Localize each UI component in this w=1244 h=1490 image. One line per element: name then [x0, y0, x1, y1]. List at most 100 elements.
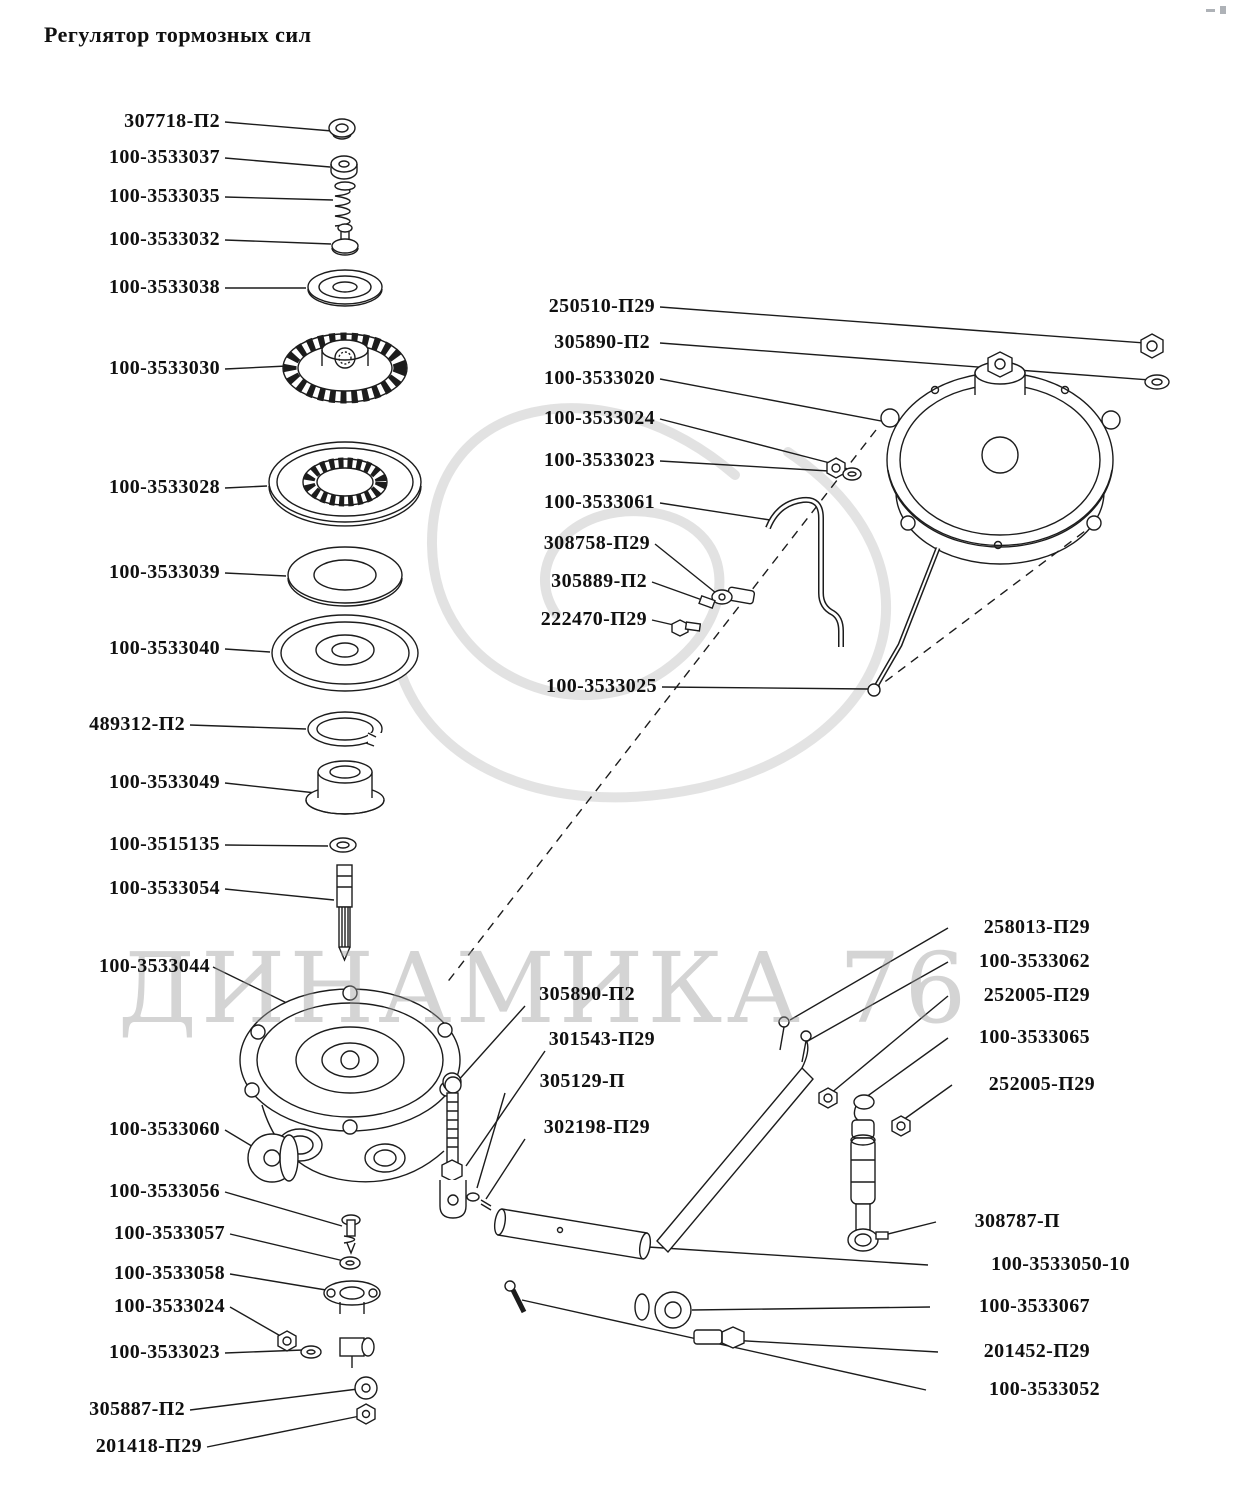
part-label: 100-3533025: [545, 675, 657, 697]
part-nut-201418: [356, 1403, 376, 1425]
part-cap-3533060: [247, 1133, 299, 1183]
part-label: 100-3533023: [543, 449, 655, 471]
part-washer-3533023-mid: [842, 467, 862, 481]
part-label: 100-3533049: [108, 771, 220, 793]
part-bushing-3533049: [305, 760, 385, 815]
part-label: 252005-П29: [983, 984, 1090, 1006]
part-label: 100-3533039: [108, 561, 220, 583]
part-valve-3533032: [331, 223, 359, 256]
part-lever-3533025: [867, 547, 941, 697]
part-label: 489312-П2: [89, 713, 185, 735]
part-washer-3515135: [329, 837, 357, 853]
part-label: 100-3533032: [108, 228, 220, 250]
part-label: 100-3533030: [108, 357, 220, 379]
part-bearing-3533038: [307, 269, 383, 307]
part-snap-ring-489312: [307, 711, 386, 747]
part-bolt-201452: [693, 1326, 745, 1349]
part-washer-3533023-bottom: [300, 1345, 322, 1359]
part-label: 100-3533062: [978, 950, 1090, 972]
part-label: 305129-П: [539, 1070, 625, 1092]
part-label: 100-3533035: [108, 185, 220, 207]
part-label: 100-3533052: [988, 1378, 1100, 1400]
watermark-text: ДИНАМИКА 76: [118, 932, 970, 1045]
part-label: 308758-П29: [543, 532, 650, 554]
part-label: 100-3533054: [108, 877, 220, 899]
watermark-swirl-logo: [391, 403, 892, 803]
part-valve-3533056: [341, 1214, 361, 1255]
corner-marks: [1206, 6, 1226, 14]
part-nut-252005-right: [891, 1115, 911, 1137]
part-label: 305887-П2: [89, 1398, 185, 1420]
part-label: 222470-П29: [540, 608, 647, 630]
part-nut-3533024-mid: [826, 457, 846, 479]
part-banjo-bolt-305887: [354, 1376, 378, 1400]
part-washer-3533057: [339, 1256, 361, 1270]
part-label: 100-3533037: [108, 146, 220, 168]
part-label: 305890-П2: [539, 983, 635, 1005]
part-elbow-fitting: [339, 1337, 375, 1368]
part-label: 100-3533050-10: [991, 1253, 1130, 1275]
construction-lines: [445, 429, 1098, 985]
part-label: 100-3533024: [543, 407, 655, 429]
part-link-rod-3533062: [656, 1041, 814, 1254]
part-label: 258013-П29: [983, 916, 1090, 938]
part-washer-305890-top: [1144, 374, 1170, 390]
part-pin-302198: [466, 1192, 492, 1211]
part-label: 100-3533028: [108, 476, 220, 498]
regulator-body: [880, 351, 1121, 565]
part-pins-258013: [778, 1016, 812, 1063]
part-washer-3533037: [330, 155, 358, 180]
part-pipe-3533061: [765, 496, 844, 647]
part-label: 305889-П2: [551, 570, 647, 592]
part-label: 305890-П2: [554, 331, 650, 353]
part-label: 100-3533044: [98, 955, 210, 977]
part-pin-3533052: [504, 1280, 527, 1314]
part-label: 302198-П29: [543, 1116, 650, 1138]
part-bolt-305889: [698, 594, 716, 610]
part-label: 201452-П29: [983, 1340, 1090, 1362]
part-label: 250510-П29: [548, 295, 655, 317]
part-link-3533065: [851, 1094, 875, 1139]
diagram-title: Регулятор тормозных сил: [44, 22, 312, 47]
part-label: 308787-П: [974, 1210, 1060, 1232]
part-nut-252005-left: [818, 1087, 838, 1109]
part-label: 100-3515135: [108, 833, 220, 855]
part-label: 100-3533038: [108, 276, 220, 298]
part-label: 100-3533061: [543, 491, 655, 513]
part-threaded-rod-301543: [441, 1092, 463, 1182]
part-nut-250510: [1140, 333, 1164, 359]
part-label: 252005-П29: [988, 1073, 1095, 1095]
part-label: 100-3533023: [108, 1341, 220, 1363]
part-bolt-222470: [671, 619, 702, 637]
part-clamp-308758: [711, 586, 756, 605]
part-label: 100-3533040: [108, 637, 220, 659]
part-rod-3533050: [493, 1208, 652, 1260]
part-label: 100-3533057: [113, 1222, 225, 1244]
part-washer-3533039: [287, 546, 403, 607]
part-label: 100-3533056: [108, 1180, 220, 1202]
part-label: 100-3533058: [113, 1262, 225, 1284]
part-cylinder-link: [850, 1134, 876, 1231]
part-label: 100-3533024: [113, 1295, 225, 1317]
part-stud-305890-center: [444, 1076, 462, 1094]
part-fork-305129: [439, 1180, 467, 1219]
part-shaft-3533054: [336, 864, 353, 962]
part-nut-3533024-bottom: [277, 1330, 297, 1352]
parts-drawing: [239, 118, 1170, 1425]
leader-lines: [189, 121, 1151, 1448]
part-clamp-308787: [847, 1228, 889, 1252]
part-cap-nut: [328, 118, 356, 140]
part-label: 307718-П2: [124, 110, 220, 132]
part-diaphragm-3533040: [271, 614, 419, 692]
part-bevel-gear-3533030: [282, 332, 408, 404]
part-fitting-3533058: [323, 1280, 381, 1314]
part-label: 100-3533067: [978, 1295, 1090, 1317]
part-label: 100-3533060: [108, 1118, 220, 1140]
part-label: 100-3533020: [543, 367, 655, 389]
part-support-plate-3533028: [268, 441, 422, 527]
part-eye-3533067: [634, 1291, 692, 1329]
part-spring-3533035: [334, 181, 356, 227]
part-label: 100-3533065: [978, 1026, 1090, 1048]
